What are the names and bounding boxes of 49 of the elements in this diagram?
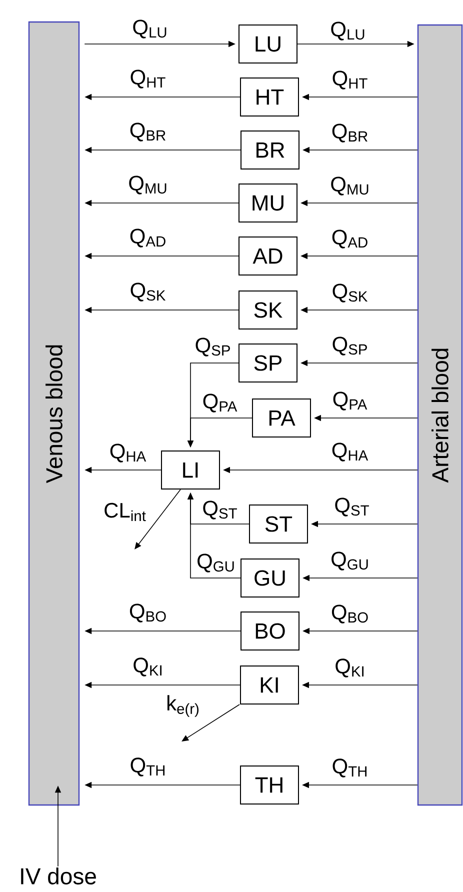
edge-label: Q$_{BR}$ [130,122,166,142]
edge-label: Q$_{ST}$ [335,498,369,516]
organ-box: PA [252,398,311,438]
edge-label: Q$_{PA}$ [333,392,368,410]
edge-label: Q$_{HT}$ [332,70,368,90]
organ-box: KI [240,666,299,704]
organ-box: SP [238,344,298,382]
organ-box: BR [240,130,300,170]
clearance-arrow [134,489,181,550]
edge-label: Q$_{HT}$ [130,70,166,88]
edge-label: Q$_{LU}$ [133,20,166,38]
organ-box: ST [249,504,308,544]
edge-label: Q$_{AD}$ [332,230,368,248]
edge-label: Q$_{GU}$ [198,554,234,572]
edge-label: Q$_{MU}$ [331,176,368,196]
edge-label: Q$_{BO}$ [130,604,166,622]
organ-box: HT [240,78,299,117]
edge-label: Q$_{HA}$ [110,444,146,462]
edge-label: Q$_{KI}$ [336,658,364,678]
organ-box: AD [238,236,298,276]
organ-box: SK [238,290,298,330]
organ-box: TH [240,766,299,804]
edge-label: Q$_{KI}$ [134,658,162,676]
edge-label: k$_{e(r)}$ [167,695,198,717]
edge-label: Q$_{LU}$ [331,22,364,40]
blood-bar: Venous blood [28,21,80,806]
organ-box: GU [240,558,300,598]
edge-label: Q$_{PA}$ [203,394,238,412]
edge-label: Q$_{SK}$ [332,284,368,302]
blood-bar: Arterial blood [417,24,463,806]
edge-label: Q$_{SP}$ [196,338,230,356]
dose-label: IV dose [21,868,96,884]
edge-label: Q$_{TH}$ [332,758,366,778]
organ-box: BO [240,612,300,650]
edge-label: Q$_{ST}$ [203,500,237,520]
organ-box: MU [238,184,298,222]
organ-box: LI [161,450,220,490]
edge-label: Q$_{SK}$ [130,282,166,302]
edge-label: Q$_{TH}$ [130,758,164,776]
edge-label: Q$_{MU}$ [129,176,166,194]
edge-label: Q$_{BR}$ [332,124,368,142]
edge-label: CL$_{int}$ [104,502,146,522]
edge-label: Q$_{SP}$ [332,336,367,356]
edge-label: Q$_{AD}$ [130,228,166,248]
edge-label: Q$_{HA}$ [332,442,368,462]
edge-label: Q$_{BO}$ [332,604,368,624]
organ-box: LU [238,24,298,64]
clearance-arrow [182,704,240,742]
edge-label: Q$_{GU}$ [332,552,368,570]
